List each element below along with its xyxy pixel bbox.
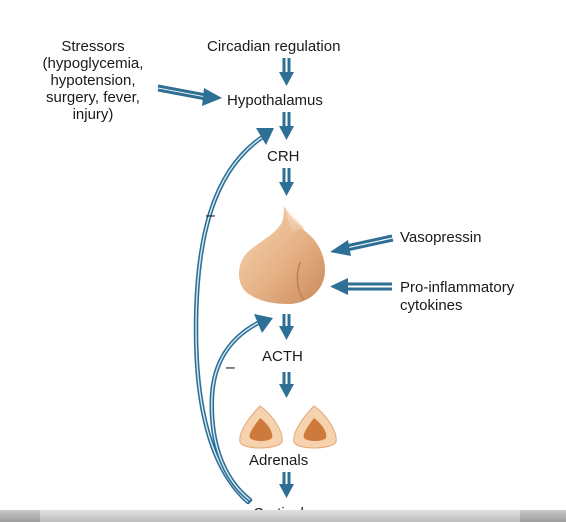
acth-label: ACTH [262, 348, 303, 365]
crh-label: CRH [267, 148, 300, 165]
stressors-line-3: surgery, fever, [46, 89, 140, 106]
adrenals-label: Adrenals [249, 452, 309, 469]
stressors-title: Stressors [61, 38, 125, 55]
stressors-line-2: hypotension, [50, 72, 136, 89]
left-adrenal [239, 405, 283, 449]
vasopressin-label: Vasopressin [400, 229, 482, 246]
stressors-arrow [157, 84, 222, 106]
circadian-regulation-label: Circadian regulation [207, 38, 341, 55]
vasopressin-arrow [330, 234, 394, 256]
adrenals-to-cortisol-arrow [279, 472, 294, 498]
feedback-minus-hypothalamus: – [206, 207, 215, 224]
feedback-arrow-hypothalamus [193, 128, 274, 505]
acth-to-adrenals-arrow [279, 372, 294, 398]
pituitary-to-acth-arrow [279, 314, 294, 340]
hypothalamus-to-crh-arrow [279, 112, 294, 140]
adrenal-glands [239, 405, 337, 449]
right-adrenal [293, 405, 337, 449]
pro-inflammatory-label: Pro-inflammatory [400, 279, 515, 296]
crh-to-pituitary-arrow [279, 168, 294, 196]
stressors-line-4: injury) [72, 106, 114, 123]
pituitary-gland [238, 204, 326, 304]
feedback-arrow-pituitary [209, 314, 273, 503]
stressors-line-1: (hypoglycemia, [42, 55, 144, 72]
bottom-edge-strip [0, 510, 566, 522]
stressors-label: Stressors (hypoglycemia, hypotension, su… [28, 38, 158, 123]
circadian-arrow [279, 58, 294, 86]
cytokines-label: cytokines [400, 297, 463, 314]
hypothalamus-label: Hypothalamus [227, 92, 323, 109]
cytokines-arrow [330, 278, 392, 295]
feedback-minus-pituitary: – [226, 359, 235, 376]
